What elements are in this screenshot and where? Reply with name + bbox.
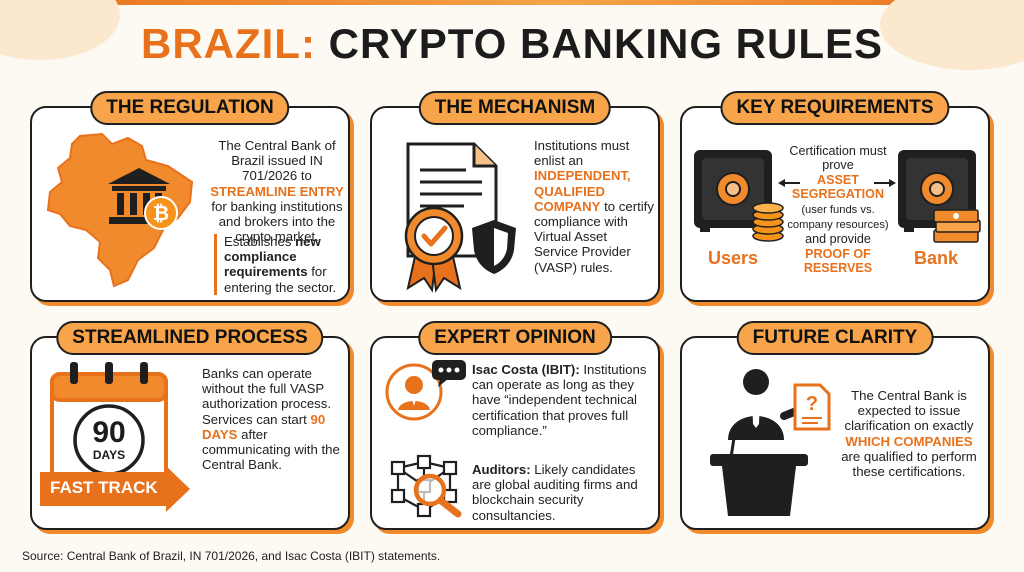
calendar-unit: DAYS [92, 448, 126, 462]
card-heading: STREAMLINED PROCESS [56, 321, 324, 355]
page-title: BRAZIL: CRYPTO BANKING RULES [140, 20, 883, 67]
card-heading: FUTURE CLARITY [736, 321, 934, 355]
users-label: Users [708, 248, 759, 268]
cash-stack-icon [933, 209, 981, 243]
card-heading: THE MECHANISM [418, 91, 612, 125]
arrow-left-icon [778, 179, 800, 187]
fast-track-label: FAST TRACK [50, 478, 158, 497]
svg-text:?: ? [806, 393, 818, 415]
calendar-number: 90 [92, 416, 126, 449]
card-heading: KEY REQUIREMENTS [720, 91, 950, 125]
chat-bubble-icon [432, 360, 466, 387]
regulation-text: The Central Bank of Brazil issued IN 701… [210, 138, 344, 245]
calendar-icon [50, 362, 168, 488]
process-text: Banks can operate without the full VASP … [202, 366, 340, 473]
card-regulation: THE REGULATION ₿ The Central Bank of Bra… [30, 91, 350, 302]
bitcoin-icon: ₿ [144, 196, 178, 230]
auditors-text: Auditors: Likely candidates are global a… [472, 462, 638, 523]
expert-quote: Isac Costa (IBIT): Institutions can oper… [472, 362, 647, 438]
safe-icon [898, 150, 976, 232]
card-mechanism: THE MECHANISM Institutions must enlist a… [370, 91, 660, 302]
magnifier-icon [413, 473, 462, 518]
badge-check-icon [404, 206, 464, 293]
mechanism-text: Institutions must enlist an INDEPENDENT,… [534, 138, 654, 275]
future-text: The Central Bank is expected to issue cl… [841, 388, 977, 480]
source-note: Source: Central Bank of Brazil, IN 701/2… [22, 549, 441, 563]
shield-icon [472, 220, 516, 274]
requirements-text: Certification must prove ASSET SEGREGATI… [787, 144, 889, 276]
card-future-clarity: FUTURE CLARITY ? The Central Bank is exp… [680, 321, 990, 530]
bank-label: Bank [914, 248, 959, 268]
question-document-icon: ? [793, 383, 831, 431]
speaker-user-icon [385, 363, 443, 421]
card-heading: THE REGULATION [90, 91, 290, 125]
coins-icon [752, 202, 784, 242]
top-accent-bar [0, 0, 1024, 5]
regulation-note: Establishes new compliance requirements … [214, 234, 344, 295]
fast-track-arrow-icon [40, 466, 190, 512]
card-expert-opinion: EXPERT OPINION Isac Costa (IBIT): Instit… [370, 321, 660, 530]
card-heading: EXPERT OPINION [418, 321, 612, 355]
svg-text:₿: ₿ [153, 203, 169, 225]
card-key-requirements: KEY REQUIREMENTS Users Certification mus… [680, 91, 990, 302]
card-streamlined-process: STREAMLINED PROCESS 90 DAYS FAST TRACK B… [30, 321, 350, 530]
arrow-right-icon [874, 179, 896, 187]
